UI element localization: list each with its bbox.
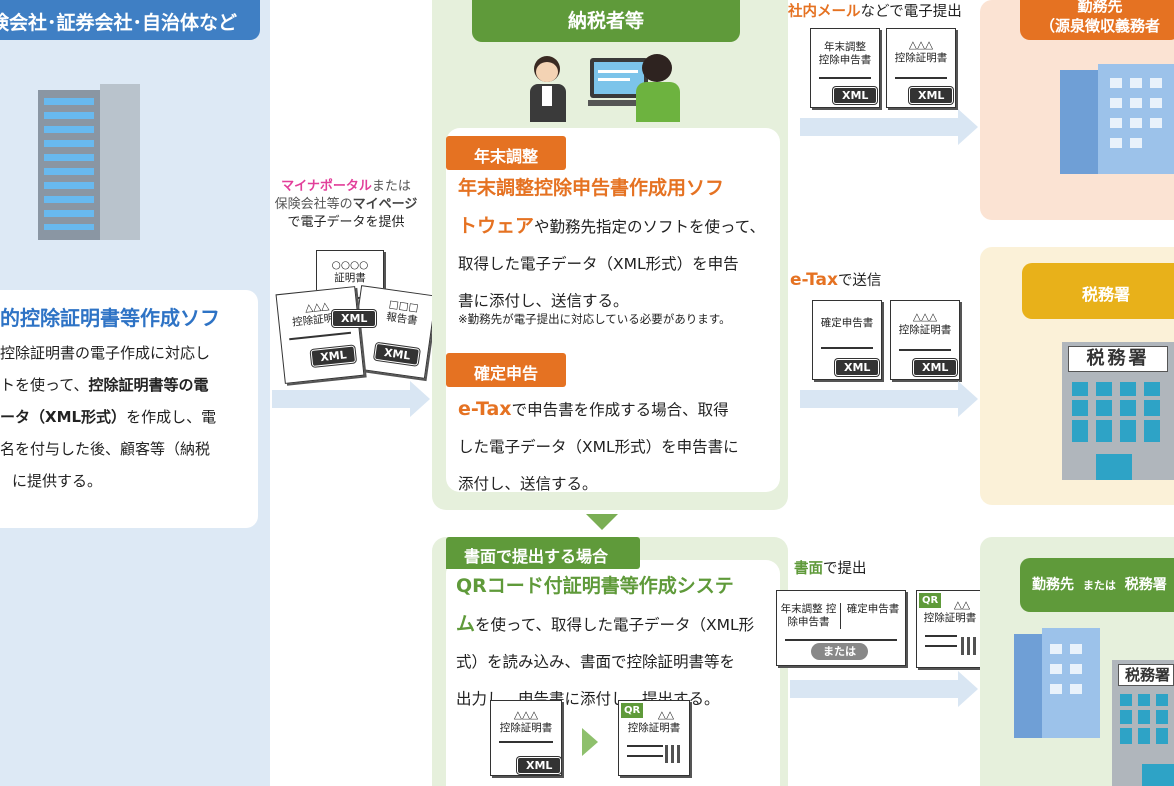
tag-final-return: 確定申告 [446, 353, 566, 387]
tax-office-building-icon: 税務署 [1062, 342, 1174, 480]
flow-arrowhead-etax [958, 381, 978, 417]
issuer-line-4: 名を付与した後、顧客等（納税 [0, 440, 211, 458]
qr-cert-doc: QR △△ △△△ 控除証明書 控除証明書 [618, 700, 690, 776]
mid-cert-doc: XML [332, 298, 377, 332]
paper-forms-doc: 年末調整 控除申告書 確定申告書 または [776, 590, 906, 666]
issuer-card-body: 控除証明書の電子作成に対応し トを使って、控除証明書等の電 ータ（XML形式）を… [0, 337, 244, 497]
taxpayer-illustration [524, 52, 684, 124]
etax-kakutei-doc: 確定申告書 XML [812, 300, 882, 380]
email-flow-label: 社内メールなどで電子提出 [788, 4, 962, 20]
email-nenmatsu-doc: 年末調整 控除申告書 XML [810, 28, 880, 108]
mynaportal-label: マイナポータルまたは 保険会社等のマイページ で電子データを提供 [274, 179, 418, 230]
flow-arrowhead-email [958, 109, 978, 145]
convert-arrow-icon [582, 728, 598, 756]
flow-arrow-paper [790, 680, 958, 698]
employer-building-icon [1060, 64, 1174, 176]
tax-office-header: 税務署 [1022, 263, 1174, 319]
flow-arrowhead-left [410, 381, 430, 417]
qr-code-icon [961, 637, 979, 655]
etax-cert-doc: △△△ 控除証明書 XML [890, 300, 960, 380]
paper-nenmatsu-label: 年末調整 控除申告書 [777, 603, 841, 629]
issuer-line-1: 控除証明書の電子作成に対応し [0, 344, 211, 362]
employer-header: 勤務先 （源泉徴収義務者 [1020, 0, 1174, 40]
email-cert-doc: △△△ 控除証明書 XML [886, 28, 956, 108]
taxpayer-header: 納税者等 [472, 0, 740, 42]
office-building-icon [38, 84, 140, 244]
year-end-text: 年末調整控除申告書作成用ソフ トウェアや勤務先指定のソフトを使って、 取得した電… [458, 177, 765, 310]
qr-code-icon [665, 745, 683, 763]
issuer-line-3: ータ（XML形式）を作成し、電 [0, 408, 217, 426]
issuer-line-2: トを使って、控除証明書等の電 [0, 376, 209, 394]
flow-arrow-etax [800, 390, 958, 408]
tag-year-end: 年末調整 [446, 136, 566, 170]
final-return-text: e-Taxで申告書を作成する場合、取得 した電子データ（XML形式）を申告書に … [458, 398, 739, 493]
issuer-card-title: 的控除証明書等作成ソフ [0, 306, 220, 330]
paper-qr-doc: QR △△ 控除証明書 [916, 590, 984, 668]
flow-arrowhead-paper [958, 671, 978, 707]
paper-kakutei-label: 確定申告書 [846, 603, 900, 615]
issuer-card: 的控除証明書等作成ソフ 控除証明書の電子作成に対応し トを使って、控除証明書等の… [0, 290, 258, 528]
flow-arrow-left [272, 390, 412, 408]
or-badge: または [811, 643, 868, 660]
submission-header: 勤務先 または 税務署 [1020, 558, 1174, 612]
tax-office-building-small-icon: 税務署 [1112, 660, 1174, 786]
issuer-line-5: に提供する。 [12, 472, 103, 490]
paper-text: QRコード付証明書等作成システ ムを使って、取得した電子データ（XML形 式）を… [456, 575, 755, 708]
paper-flow-label: 書面で提出 [794, 561, 867, 577]
issuer-header: 険会社･証券会社･自治体など [0, 0, 260, 40]
year-end-note: ※勤務先が電子提出に対応している必要があります。 [458, 312, 731, 326]
employer-building-small-icon [1014, 628, 1100, 738]
down-arrow [586, 514, 618, 530]
tag-paper: 書面で提出する場合 [446, 537, 640, 569]
electronic-card [446, 128, 780, 492]
xml-cert-doc: △△△ 控除証明書 XML [490, 700, 562, 776]
etax-flow-label: e-Taxで送信 [790, 270, 882, 290]
flow-arrow-email [800, 118, 958, 136]
